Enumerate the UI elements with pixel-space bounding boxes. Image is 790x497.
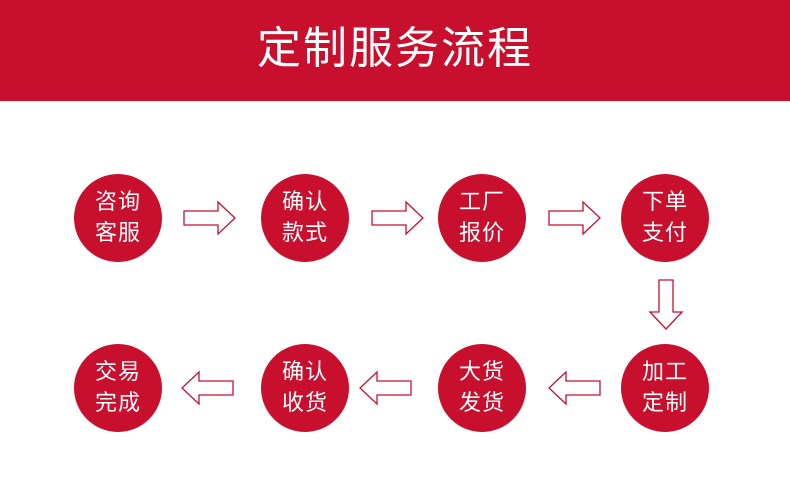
step-factory-quote: 工厂 报价 [438, 174, 526, 262]
step-label: 交易 [94, 360, 141, 385]
step-consult-service: 咨询 客服 [74, 174, 162, 262]
step-label: 报价 [458, 221, 505, 246]
step-order-payment: 下单 支付 [621, 174, 709, 262]
step-label: 支付 [641, 221, 688, 246]
step-label: 确认 [281, 360, 328, 385]
step-label: 定制 [641, 391, 688, 416]
arrow-left-icon [548, 370, 601, 406]
step-label: 确认 [281, 190, 328, 215]
step-label: 下单 [641, 190, 688, 215]
arrow-right-icon [371, 200, 424, 236]
step-label: 款式 [281, 221, 328, 246]
arrow-right-icon [548, 200, 601, 236]
step-label: 工厂 [458, 190, 505, 215]
step-confirm-receipt: 确认 收货 [261, 344, 349, 432]
header-banner: 定制服务流程 [0, 0, 790, 101]
step-label: 完成 [94, 391, 141, 416]
step-label: 收货 [281, 391, 328, 416]
step-confirm-style: 确认 款式 [261, 174, 349, 262]
arrow-left-icon [181, 370, 234, 406]
arrow-down-icon [648, 279, 684, 330]
step-label: 发货 [458, 391, 505, 416]
step-label: 客服 [94, 221, 141, 246]
step-bulk-shipping: 大货 发货 [438, 344, 526, 432]
arrow-left-icon [359, 370, 412, 406]
page-title: 定制服务流程 [257, 22, 533, 74]
step-processing-custom: 加工 定制 [621, 344, 709, 432]
step-label: 加工 [641, 360, 688, 385]
step-label: 大货 [458, 360, 505, 385]
step-transaction-complete: 交易 完成 [74, 344, 162, 432]
step-label: 咨询 [94, 190, 141, 215]
arrow-right-icon [183, 200, 236, 236]
